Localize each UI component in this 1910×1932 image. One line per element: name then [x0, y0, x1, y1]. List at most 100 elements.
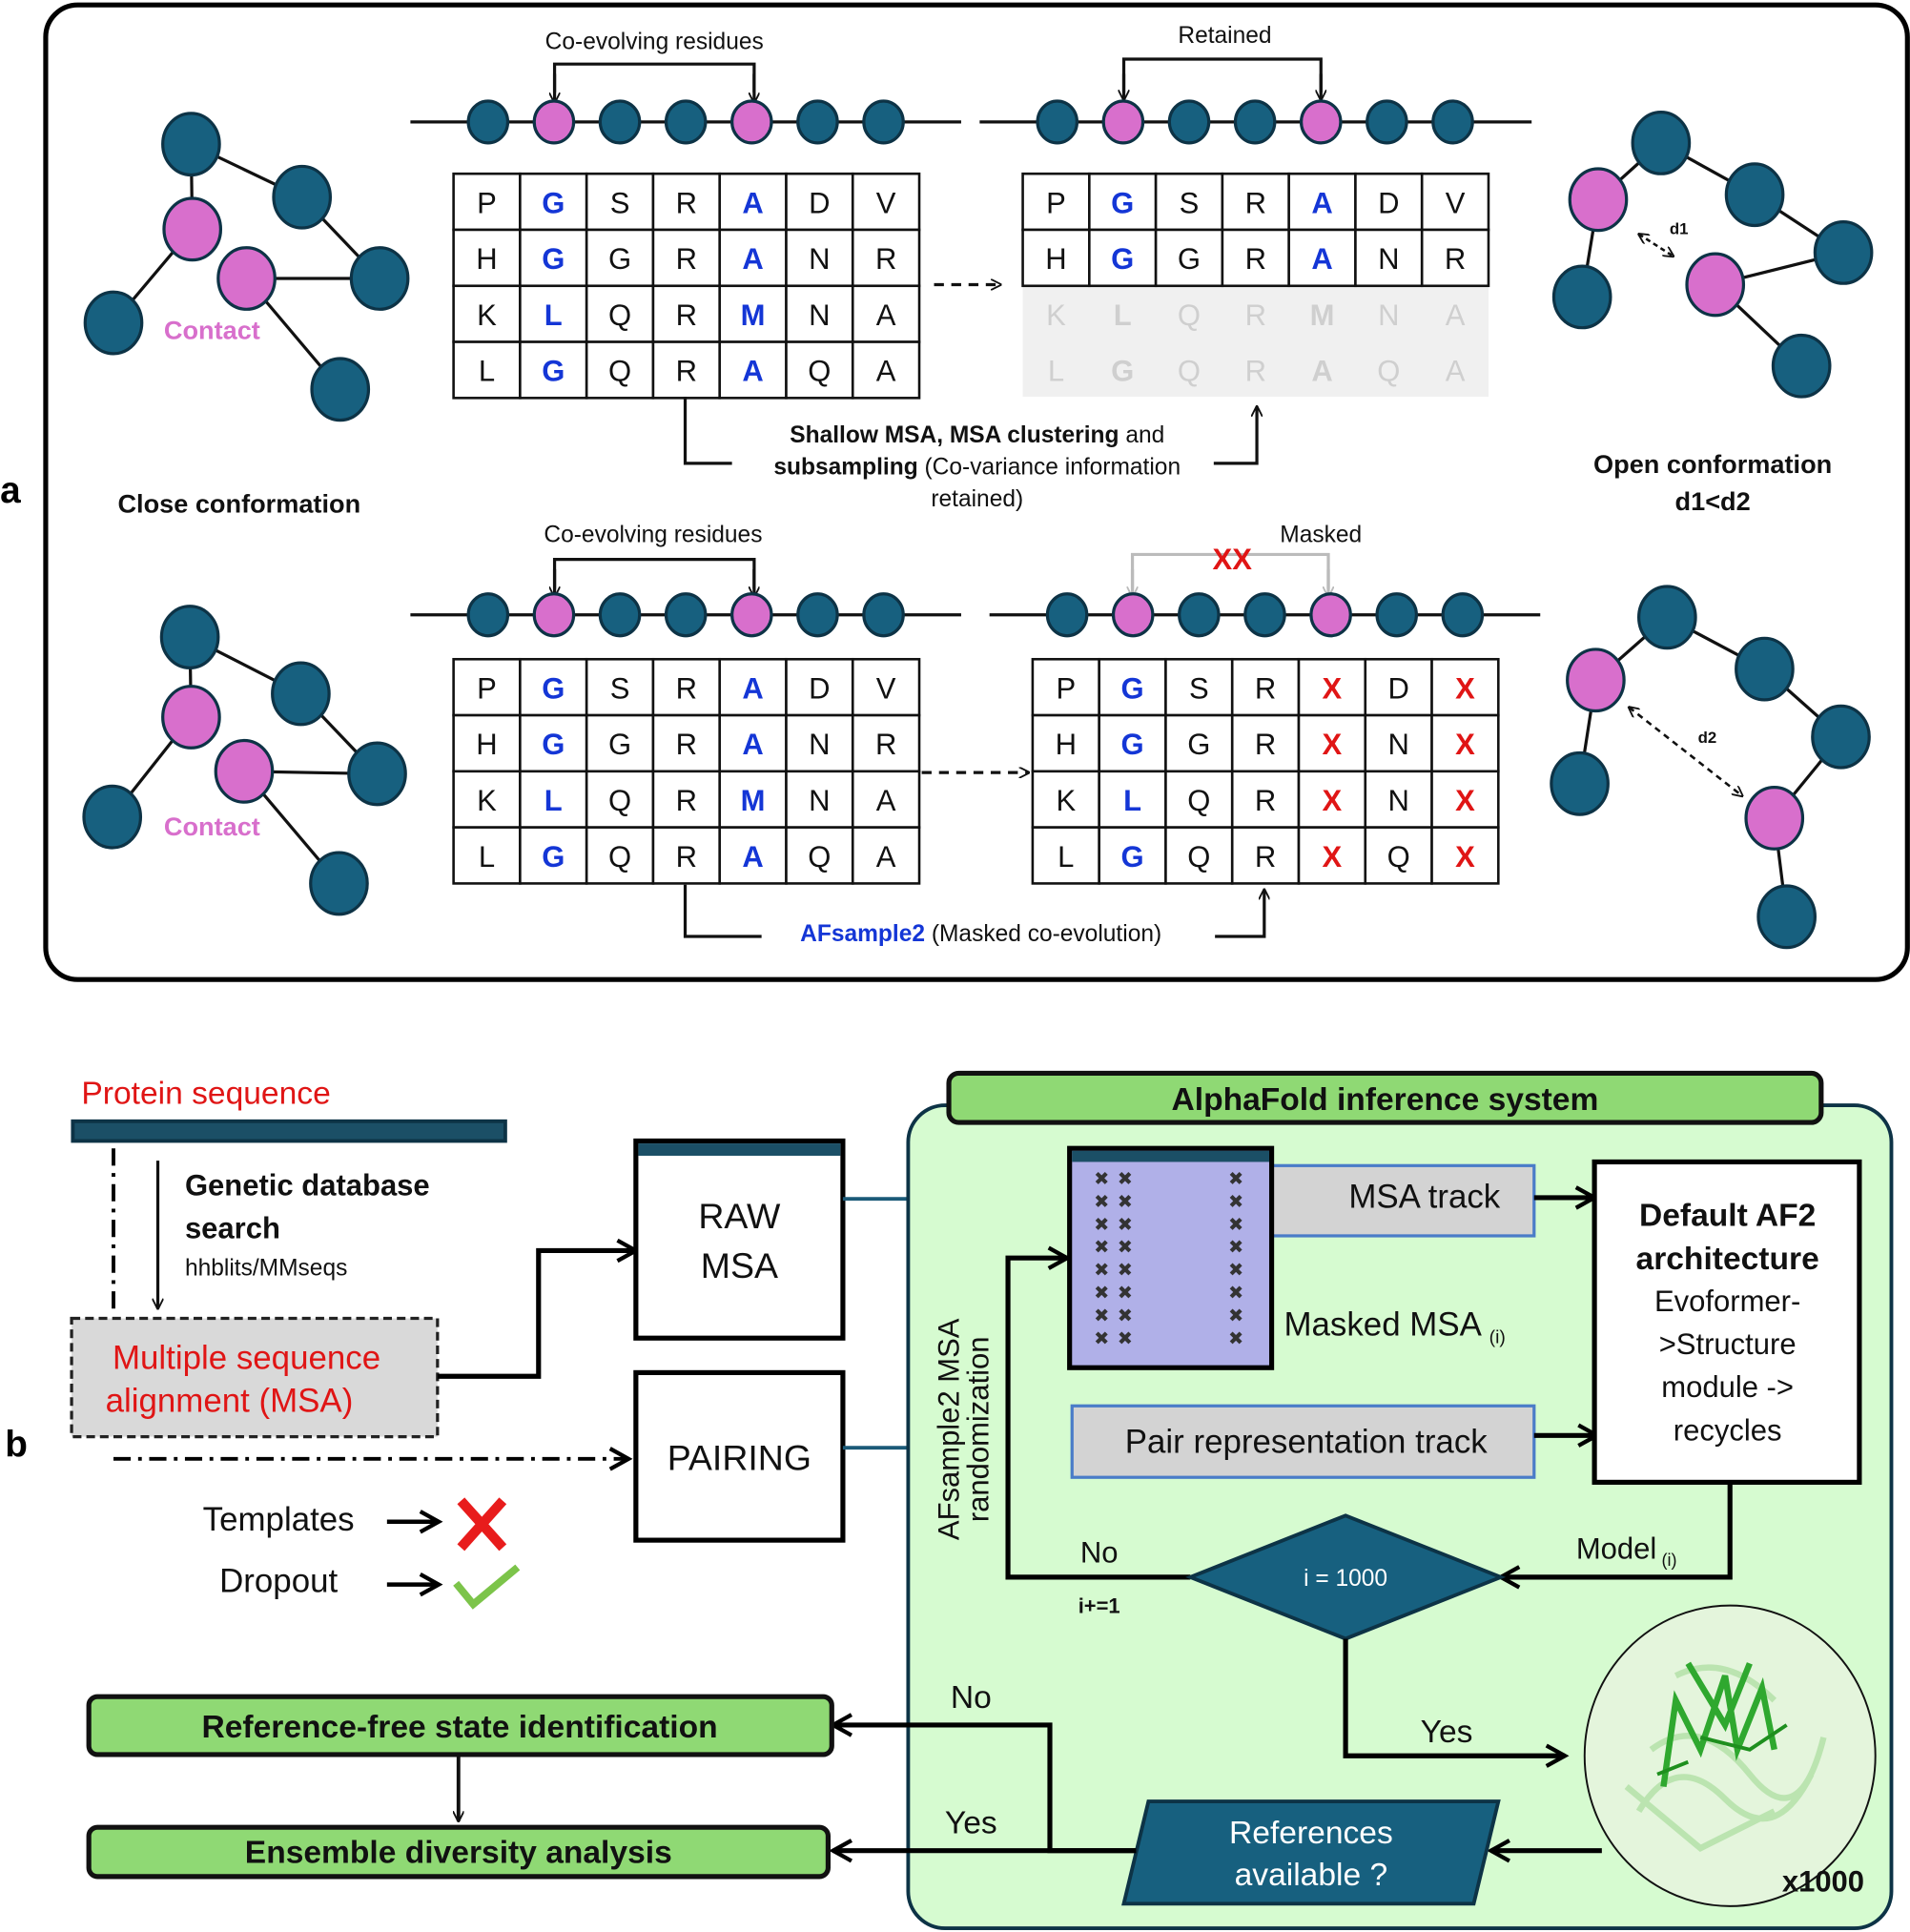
msa-cell: [1297, 657, 1367, 717]
msa-residue: G: [542, 355, 565, 388]
msa-residue: Q: [808, 355, 831, 388]
msa-cell: [1364, 770, 1433, 829]
masked-position-mark: ✖: [1228, 1260, 1243, 1281]
msa-residue: R: [1255, 671, 1276, 705]
msa-residue: G: [542, 186, 565, 219]
msa-residue: L: [1114, 298, 1132, 332]
msa-cell: [1430, 713, 1500, 773]
msa-cell: [851, 228, 921, 288]
msa-box: [70, 1316, 440, 1439]
msa-residue: X: [1455, 784, 1475, 817]
close-conformation-molecule-top: [83, 112, 410, 422]
coevolving-residue-bead: [1101, 99, 1145, 145]
msa-cell: [452, 340, 522, 400]
msa-cell: [785, 713, 854, 773]
msa-cell: [1154, 172, 1224, 232]
residue-bead: [1178, 592, 1221, 638]
msa-cell: [1430, 770, 1500, 829]
loop-no-label: No: [1080, 1535, 1119, 1569]
masked-position-mark: ✖: [1228, 1191, 1243, 1212]
msa-residue: X: [1323, 671, 1343, 705]
coevolving-residue-bead: [730, 592, 773, 638]
masked-position-mark: ✖: [1094, 1169, 1109, 1190]
protein-sequence-bar: [71, 1119, 507, 1143]
msa-residue: R: [676, 355, 697, 388]
faded-rows-background: [1022, 285, 1489, 398]
msa-residue: D: [809, 671, 830, 705]
masked-position-mark: ✖: [1094, 1214, 1109, 1235]
msa-residue: R: [1245, 355, 1266, 388]
msa-residue: H: [1056, 728, 1077, 761]
msa-residue: G: [1111, 355, 1134, 388]
msa-residue: A: [742, 186, 763, 219]
coevolving-residue-bead: [532, 592, 576, 638]
raw-msa-label-1: RAW: [698, 1196, 781, 1236]
msa-residue: G: [1120, 840, 1143, 874]
msa-residue: D: [1387, 671, 1408, 705]
residue-bead: [598, 592, 642, 638]
msa-residue: H: [476, 728, 497, 761]
masked-position-mark: ✖: [1094, 1191, 1109, 1212]
model-label: Model(i): [1576, 1531, 1677, 1570]
msa-residue: Q: [608, 840, 631, 874]
open-conformation-label: Open conformation: [1593, 449, 1832, 479]
msa-residue: M: [1310, 298, 1335, 332]
msa-cell: [1164, 657, 1234, 717]
protein-sequence-label: Protein sequence: [81, 1077, 330, 1112]
coevolving-label-top: Co-evolving residues: [545, 30, 764, 55]
masked-position-mark: ✖: [1118, 1260, 1133, 1281]
msa-cell: [1088, 172, 1158, 232]
residue-bead: [1441, 592, 1485, 638]
decision-label: i = 1000: [1304, 1566, 1387, 1592]
msa-cell: [1021, 172, 1091, 232]
coevolving-residue-bead: [730, 99, 773, 145]
msa-residue: Q: [608, 298, 631, 332]
msa-residue: A: [1311, 242, 1332, 276]
masked-position-mark: ✖: [1094, 1260, 1109, 1281]
msa-cell: [651, 713, 722, 773]
coevolving-residue-bead: [1299, 99, 1343, 145]
residue-bead: [664, 592, 708, 638]
residue-bead: [1243, 592, 1286, 638]
msa-residue: R: [676, 671, 697, 705]
residue-bead: [862, 592, 905, 638]
msa-residue: Q: [1377, 355, 1400, 388]
msa-residue: K: [477, 784, 497, 817]
residue-bead: [796, 99, 839, 145]
msa-residue: A: [1311, 186, 1332, 219]
masked-label: Masked: [1280, 523, 1362, 548]
msa-residue: G: [1187, 728, 1210, 761]
msa-residue: N: [1387, 784, 1408, 817]
close-conformation-label: Close conformation: [117, 489, 360, 519]
msa-residue: X: [1323, 784, 1343, 817]
msa-residue: R: [1255, 784, 1276, 817]
msa-residue: A: [1446, 355, 1466, 388]
masked-position-mark: ✖: [1118, 1169, 1133, 1190]
msa-residue: S: [610, 186, 630, 219]
references-decision-box: [1121, 1799, 1501, 1906]
msa-cell: [651, 826, 722, 885]
msa-residue: L: [544, 298, 563, 332]
msa-residue: R: [1255, 840, 1276, 874]
msa-residue: S: [610, 671, 630, 705]
decision-diamond: [1185, 1513, 1507, 1641]
protein-ensemble-structure: [1583, 1604, 1877, 1907]
msa-residue: A: [742, 355, 763, 388]
msa-cell: [1354, 172, 1424, 232]
panel-b-label: b: [5, 1424, 28, 1465]
msa-residue: G: [542, 840, 565, 874]
masked-position-mark: ✖: [1228, 1283, 1243, 1304]
residue-bead: [1167, 99, 1211, 145]
loop-back-arrow: [1005, 1258, 1191, 1580]
msa-cell: [452, 657, 522, 717]
masked-msa-matrix: [1067, 1145, 1275, 1370]
raw-msa-box: [633, 1138, 846, 1341]
masked-xx-marks: XX: [1213, 543, 1253, 576]
masked-msa-header-bar: [1072, 1150, 1269, 1162]
msa-residue: A: [742, 840, 763, 874]
masked-position-mark: ✖: [1118, 1283, 1133, 1304]
msa-residue: R: [875, 242, 896, 276]
method-connector-right-bottom: [1215, 890, 1264, 938]
msa-residue: K: [1046, 298, 1066, 332]
randomization-label-1: AFsample2 MSA: [932, 1318, 965, 1540]
